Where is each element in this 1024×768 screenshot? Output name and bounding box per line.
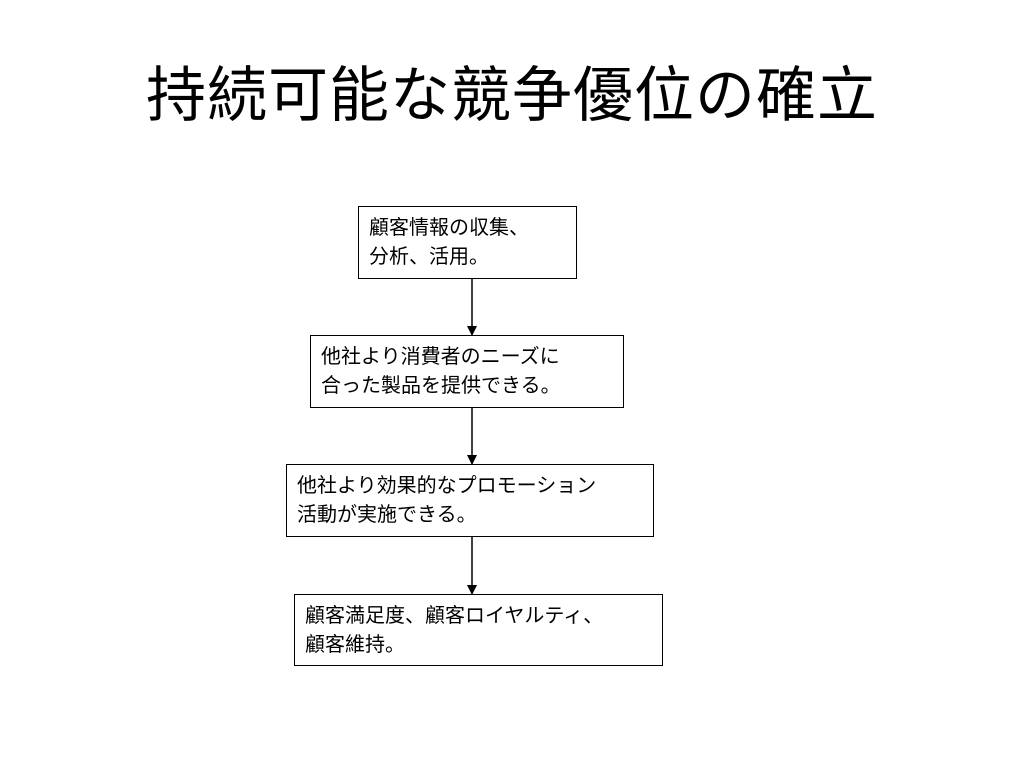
flow-step-2-line-2: 合った製品を提供できる。 [321,373,561,397]
flow-step-3-line-2: 活動が実施できる。 [297,502,477,526]
flow-step-2-box: 他社より消費者のニーズに 合った製品を提供できる。 [310,335,624,408]
flow-step-3-box: 他社より効果的なプロモーション 活動が実施できる。 [286,464,654,537]
slide-title: 持続可能な競争優位の確立 [146,61,878,131]
flow-step-4-line-2: 顧客維持。 [305,632,405,656]
flow-step-1-line-2: 分析、活用。 [369,244,489,268]
flow-step-2-line-1: 他社より消費者のニーズに [321,344,560,368]
flow-step-1-line-1: 顧客情報の収集、 [369,215,529,239]
flow-step-1-box: 顧客情報の収集、 分析、活用。 [358,206,577,279]
flow-step-3-line-1: 他社より効果的なプロモーション [297,473,597,497]
flow-step-4-line-1: 顧客満足度、顧客ロイヤルティ、 [305,603,604,627]
flow-step-4-box: 顧客満足度、顧客ロイヤルティ、 顧客維持。 [294,594,663,666]
